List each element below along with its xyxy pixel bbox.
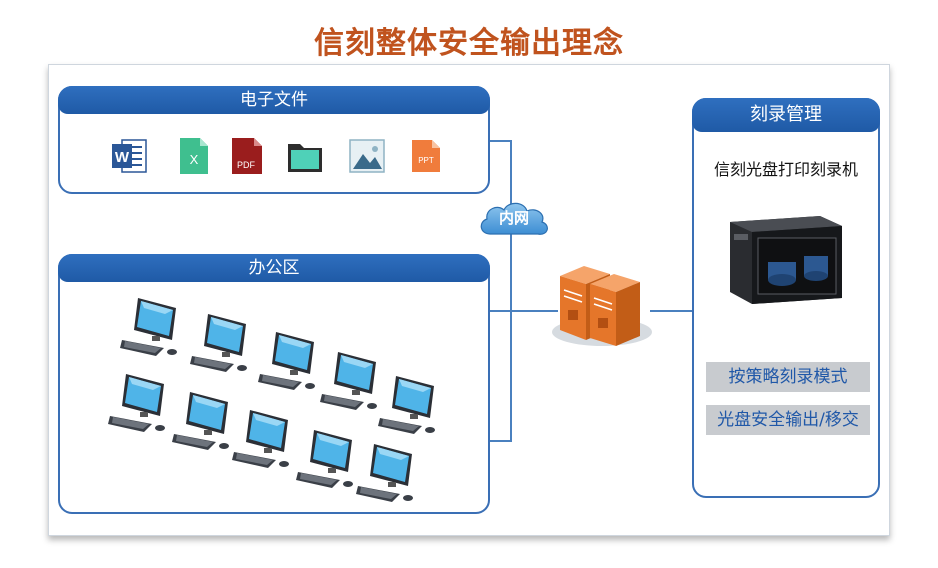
- computer-icon: [120, 298, 177, 356]
- intranet-label: 内网: [498, 209, 529, 227]
- printer-device-name: 信刻光盘打印刻录机: [713, 160, 858, 179]
- server-icon: [552, 266, 652, 346]
- files-panel-title: 电子文件: [58, 86, 490, 114]
- link-office-bottom: [486, 440, 512, 442]
- diagram-title: 信刻整体安全输出理念: [314, 26, 624, 61]
- computer-icon: [320, 352, 377, 410]
- link-office-top: [486, 310, 512, 312]
- link-trunk: [510, 140, 512, 440]
- disc-printer-icon: [730, 216, 842, 304]
- computer-icon: [378, 376, 435, 434]
- pdf-icon: PDF: [232, 138, 262, 174]
- burn-mode-policy: 按策略刻录模式: [706, 362, 870, 392]
- computer-icon: [172, 392, 229, 450]
- files-panel: 电子文件 W X PDF PPT: [58, 86, 490, 194]
- computer-icon: [356, 444, 413, 502]
- computer-icon: [258, 332, 315, 390]
- excel-icon: X: [180, 138, 208, 174]
- computer-icon: [190, 314, 247, 372]
- computer-icon: [296, 430, 353, 488]
- link-files: [486, 140, 512, 142]
- computer-icon: [108, 374, 165, 432]
- word-icon: W: [112, 139, 147, 173]
- svg-text:W: W: [115, 149, 130, 166]
- svg-text:PPT: PPT: [418, 156, 434, 165]
- svg-text:PDF: PDF: [237, 160, 256, 170]
- link-server-right: [650, 310, 692, 312]
- intranet-cloud-icon: [480, 202, 548, 235]
- computer-icon: [232, 410, 289, 468]
- svg-text:X: X: [190, 152, 199, 167]
- image-icon: [349, 139, 385, 173]
- link-server-left: [510, 310, 558, 312]
- ppt-icon: PPT: [412, 140, 440, 172]
- burn-management-title: 刻录管理: [692, 98, 880, 132]
- burn-mode-secure-output: 光盘安全输出/移交: [706, 405, 870, 435]
- folder-icon: [288, 144, 322, 172]
- office-panel-title: 办公区: [58, 254, 490, 282]
